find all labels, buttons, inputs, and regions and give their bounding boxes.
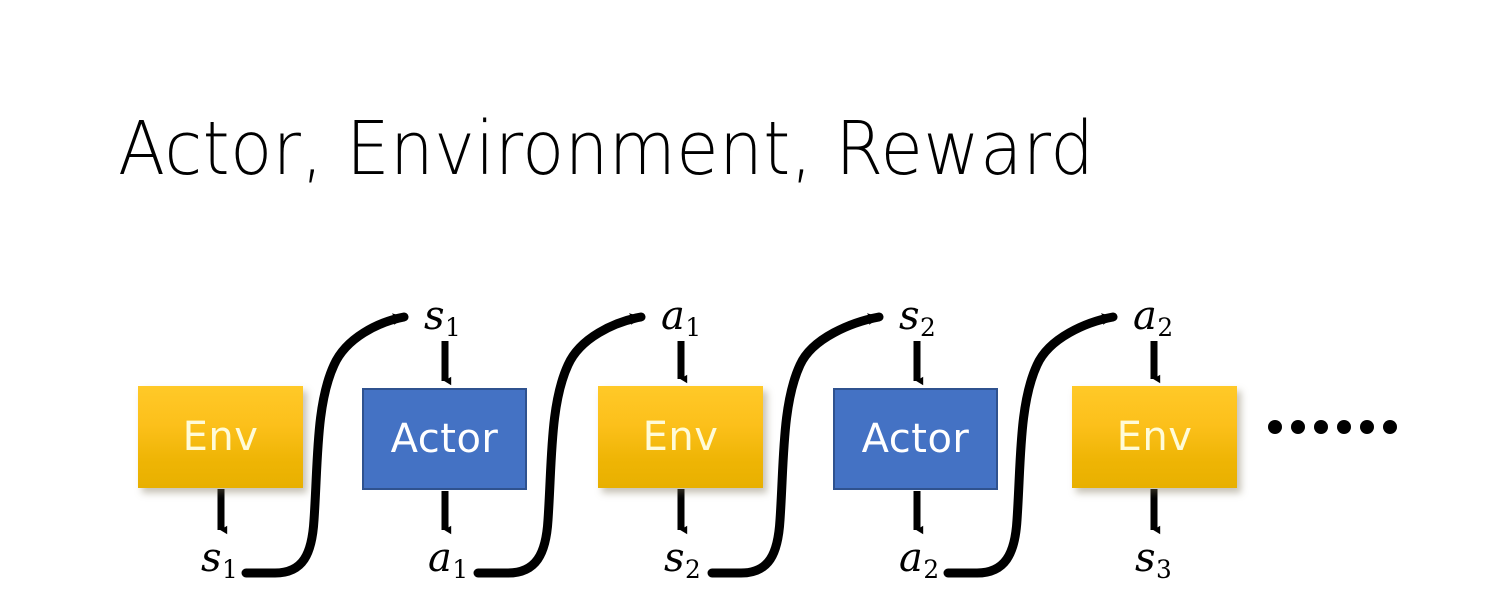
ellipsis-dot — [1314, 420, 1328, 434]
node-env-3[interactable]: Env — [1072, 386, 1237, 488]
label-action-a1-top: a1 — [661, 293, 701, 340]
node-env-1[interactable]: Env — [138, 386, 303, 488]
label-state-s2-top: s2 — [899, 293, 936, 340]
page-title: Actor, Environment, Reward — [118, 106, 1095, 192]
label-subscript: 2 — [685, 555, 701, 585]
node-actor-1[interactable]: Actor — [362, 388, 527, 490]
continuation-ellipsis — [1268, 420, 1397, 434]
ellipsis-dot — [1360, 420, 1374, 434]
node-label: Env — [182, 414, 259, 460]
label-subscript: 1 — [222, 555, 238, 585]
label-base: s — [424, 293, 445, 339]
label-base: s — [899, 293, 920, 339]
label-subscript: 2 — [1157, 313, 1174, 343]
ellipsis-dot — [1383, 420, 1397, 434]
label-base: s — [201, 535, 222, 581]
ellipsis-group-2 — [1337, 420, 1397, 434]
label-subscript: 2 — [923, 555, 940, 585]
label-subscript: 1 — [452, 555, 469, 585]
node-label: Actor — [390, 416, 499, 462]
label-base: s — [664, 535, 685, 581]
label-state-s1-bottom: s1 — [201, 535, 238, 582]
node-label: Actor — [861, 416, 970, 462]
label-subscript: 1 — [685, 313, 702, 343]
ellipsis-group-1 — [1268, 420, 1328, 434]
label-base: a — [661, 293, 685, 339]
label-base: a — [1133, 293, 1157, 339]
label-base: a — [899, 535, 923, 581]
ellipsis-dot — [1337, 420, 1351, 434]
curved-arrow-s1 — [241, 312, 409, 578]
label-base: s — [1135, 535, 1156, 581]
label-state-s1-top: s1 — [424, 293, 461, 340]
ellipsis-dot — [1268, 420, 1282, 434]
node-actor-2[interactable]: Actor — [833, 388, 998, 490]
label-state-s2-bottom: s2 — [664, 535, 701, 582]
label-subscript: 3 — [1156, 555, 1172, 585]
node-label: Env — [1116, 414, 1193, 460]
ellipsis-dot — [1291, 420, 1305, 434]
label-action-a2-bottom: a2 — [899, 535, 939, 582]
label-action-a1-bottom: a1 — [428, 535, 468, 582]
label-subscript: 1 — [445, 313, 461, 343]
curved-arrow-a2 — [943, 312, 1118, 578]
label-action-a2-top: a2 — [1133, 293, 1173, 340]
label-base: a — [428, 535, 452, 581]
curved-arrow-a1 — [473, 312, 646, 578]
node-env-2[interactable]: Env — [598, 386, 763, 488]
label-state-s3-bottom: s3 — [1135, 535, 1172, 582]
node-label: Env — [642, 414, 719, 460]
label-subscript: 2 — [920, 313, 936, 343]
curved-arrow-s2 — [707, 312, 884, 578]
